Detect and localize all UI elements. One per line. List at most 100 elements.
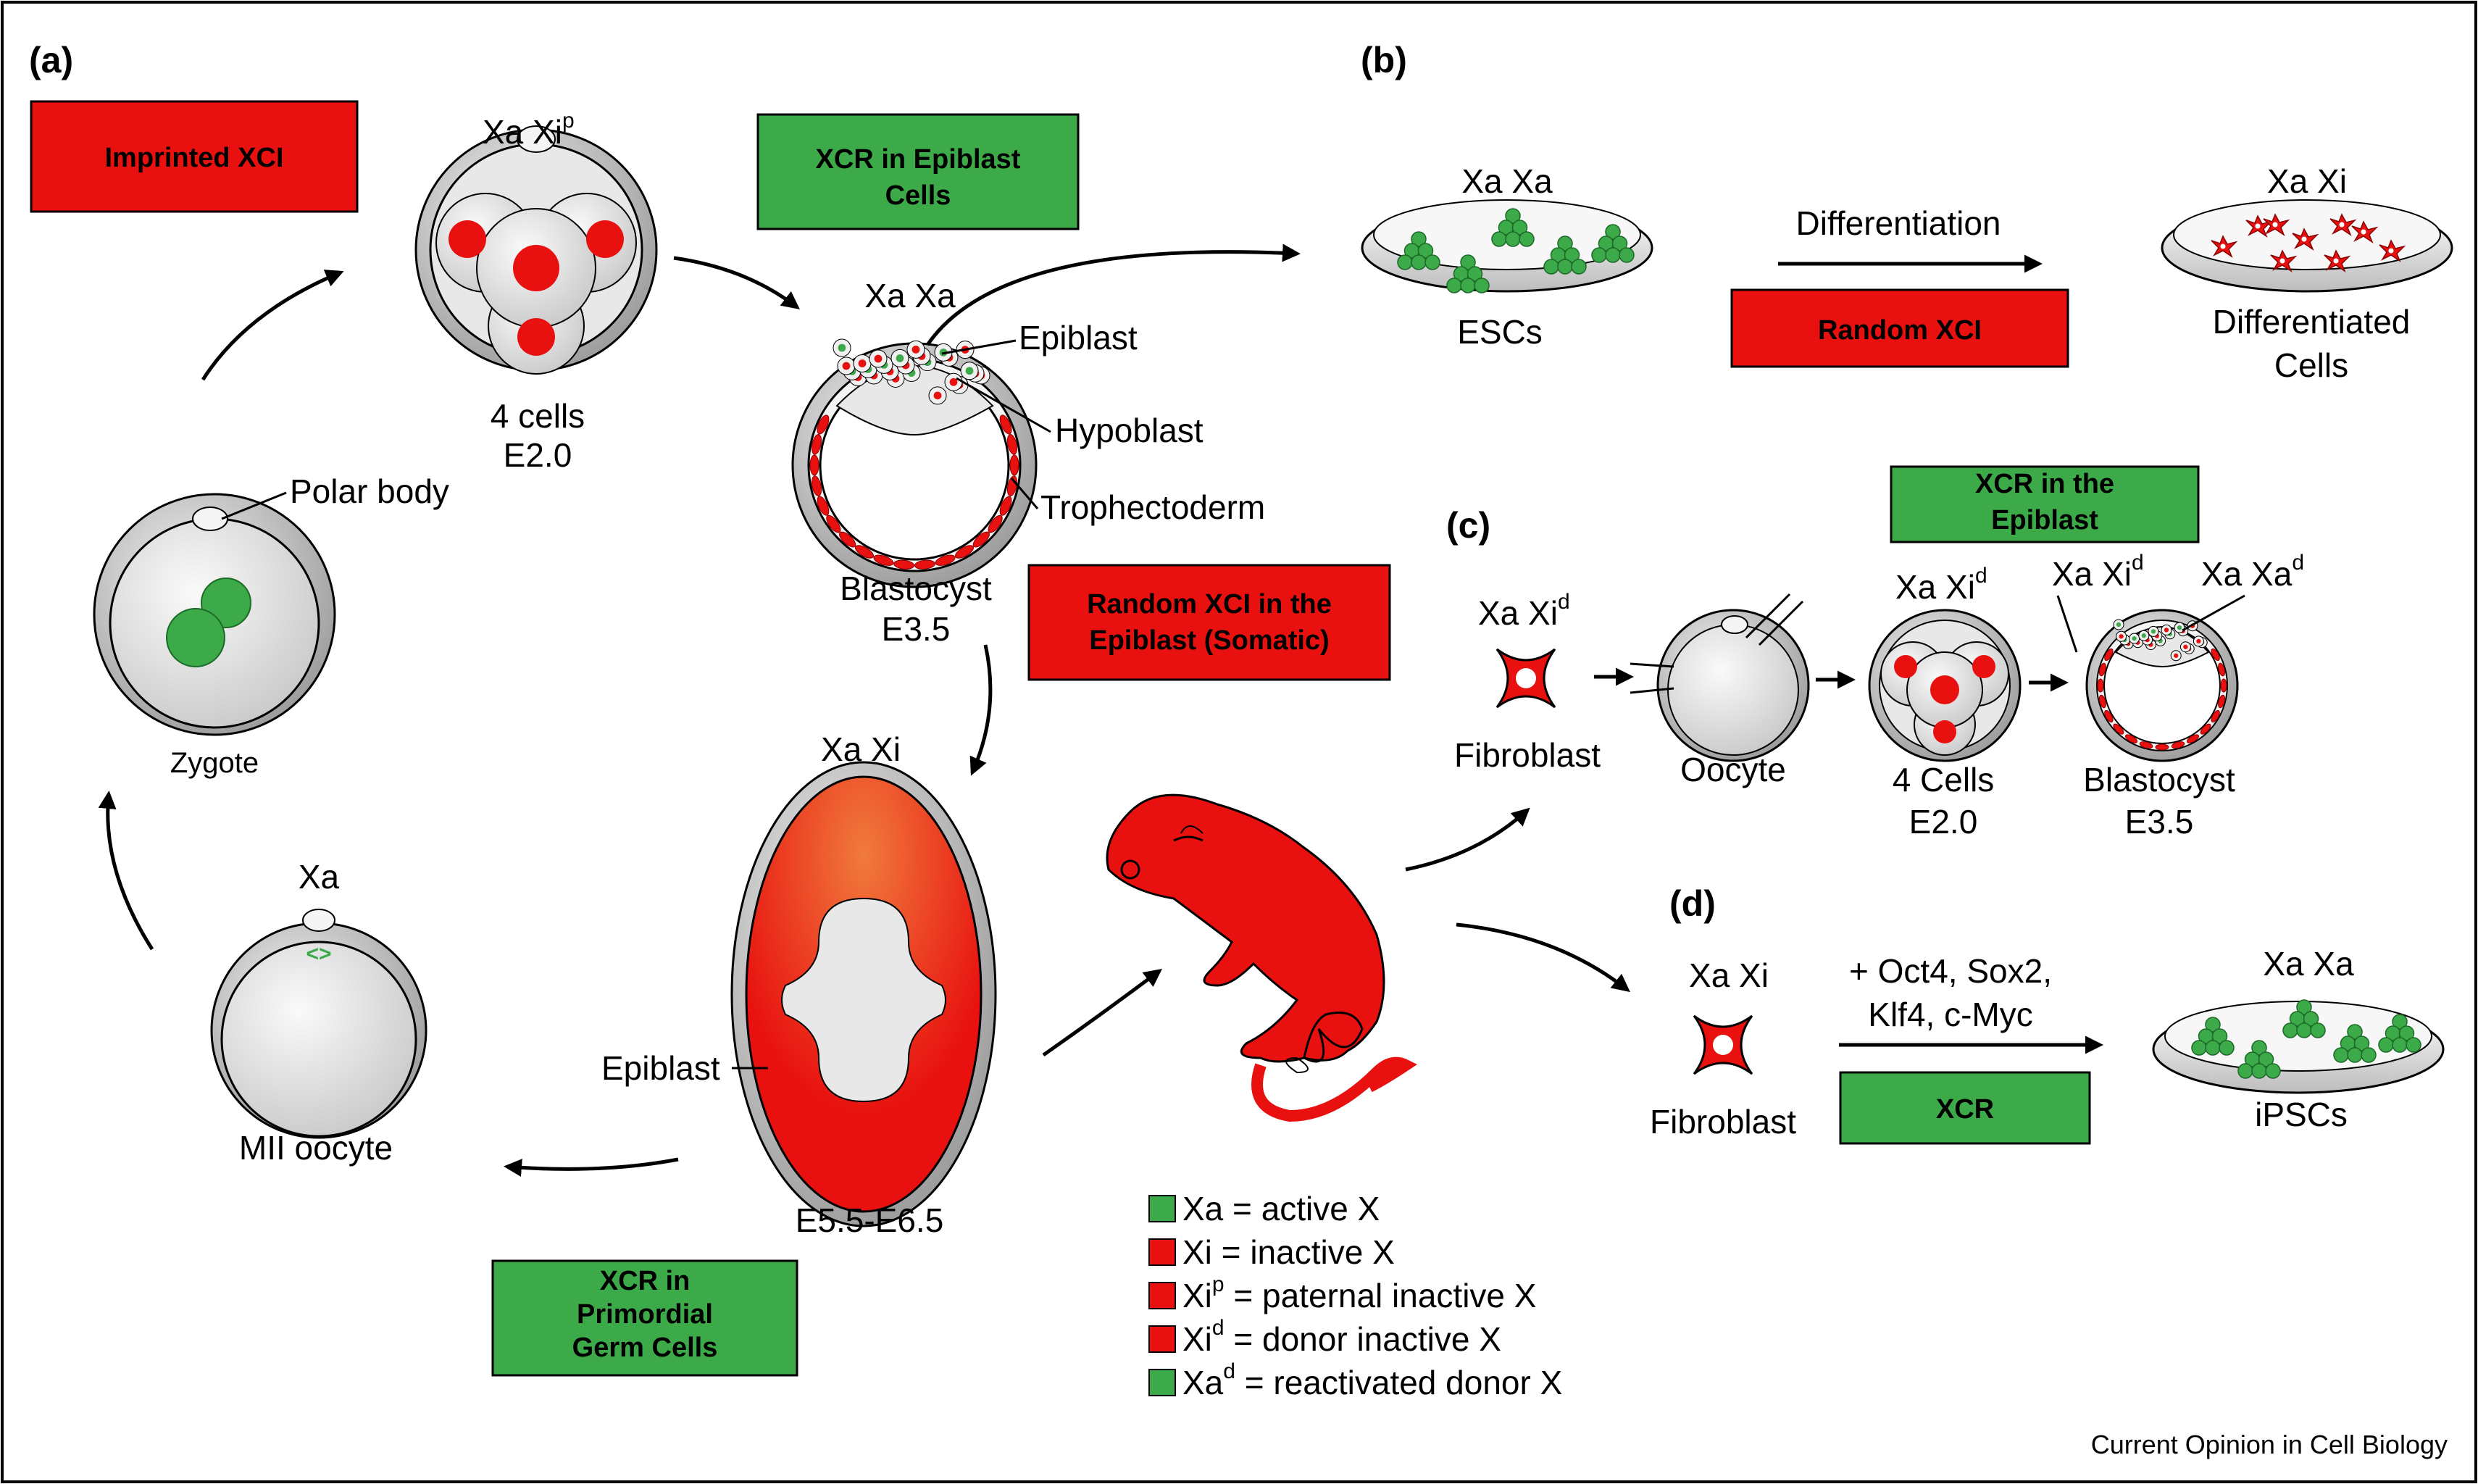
stem-cell	[2398, 1025, 2415, 1041]
stem-cell	[2406, 1037, 2421, 1053]
stem-cell	[2191, 1040, 2207, 1056]
xid-leader	[2056, 595, 2078, 653]
label-4-cells: 4 cells	[491, 397, 585, 435]
stem-cell	[2347, 1024, 2363, 1040]
panel-d-label: (d)	[1669, 883, 1716, 924]
blastocyst-a	[791, 338, 1038, 588]
trophectoderm-cell	[2186, 734, 2200, 743]
icm-nucleus-inactive	[858, 359, 867, 367]
stem-cell	[1519, 231, 1535, 247]
icm-nucleus-inactive	[911, 345, 920, 354]
trophectoderm-cell	[1009, 454, 1019, 476]
label-xa-xa-blastocyst: Xa Xa	[864, 277, 956, 314]
arrow-pup-to-panel-d	[1456, 922, 1630, 993]
legend-entry: Xad = reactivated donor X	[1182, 1359, 1562, 1401]
box-xcr-in-the-epiblast-l1: XCR in the	[1975, 469, 2114, 499]
trophectoderm-cell	[999, 496, 1012, 516]
trophectoderm-cell	[2139, 741, 2153, 749]
trophectoderm-cell	[2218, 694, 2226, 709]
stem-cell	[1411, 231, 1427, 247]
legend-swatch	[1148, 1325, 1176, 1353]
zygote-cell	[93, 493, 336, 736]
polar-body-leader	[221, 491, 287, 520]
differentiated-cell-nucleus	[2255, 223, 2261, 229]
icm-nucleus-inactive	[949, 378, 958, 386]
arrow-embryo-to-pup	[1042, 969, 1163, 1057]
trophectoderm-cell	[2155, 743, 2169, 751]
four-cell-c	[1868, 609, 2022, 762]
icm-nucleus-inactive	[2196, 638, 2201, 644]
hypoblast-leader	[956, 377, 1051, 433]
mouse-pup-silhouette	[1106, 793, 1417, 1122]
stem-cell	[1605, 224, 1621, 240]
trophectoderm-cell	[2200, 723, 2211, 735]
label-xa-xid-4cell: Xa Xid	[1895, 564, 1987, 606]
label-trophectoderm: Trophectoderm	[1040, 488, 1265, 526]
label-xa-xa-esc: Xa Xa	[1461, 162, 1553, 200]
legend-entry: Xi = inactive X	[1182, 1233, 1395, 1271]
trophectoderm-cell	[1006, 434, 1018, 455]
trophectoderm-leader	[1010, 478, 1039, 509]
blastocyst-c	[2085, 609, 2239, 762]
ipsc-dish	[2152, 999, 2445, 1094]
stem-cell	[2296, 999, 2312, 1015]
trophectoderm-cell	[2098, 694, 2106, 709]
icm-nucleus-active	[896, 354, 904, 362]
trophectoderm-cell	[826, 514, 841, 533]
four-cell-embryo	[414, 125, 658, 375]
icm-nucleus-active	[2150, 629, 2156, 634]
stem-cell	[2303, 1011, 2319, 1027]
icm-nucleus-inactive	[2164, 628, 2169, 633]
panel-c-label: (c)	[1446, 505, 1490, 546]
arrow-oocyte-to-zygote	[98, 791, 154, 951]
trophectoderm-cell	[935, 554, 956, 566]
icm-nucleus-inactive	[2174, 653, 2179, 658]
xad-leader	[2182, 594, 2245, 632]
stem-cell	[1397, 254, 1413, 270]
esc-dish	[1361, 199, 1653, 293]
stem-cell	[1591, 247, 1607, 263]
icm-nucleus-inactive	[2119, 634, 2124, 639]
icm-nucleus-inactive	[2183, 644, 2188, 649]
stem-cell	[1411, 254, 1427, 270]
trophectoderm-cell	[914, 559, 935, 570]
trophectoderm-cell	[2211, 709, 2220, 723]
stem-cell	[2353, 1035, 2370, 1051]
icm-nucleus-active	[2132, 635, 2137, 641]
trophectoderm-cell	[817, 414, 830, 435]
label-mii-oocyte: MII oocyte	[239, 1129, 393, 1167]
trophectoderm-cell	[817, 496, 830, 516]
stem-cell	[2333, 1047, 2349, 1063]
stem-cell	[2211, 1028, 2228, 1044]
box-xcr-epiblast-cells: XCR in Epiblast Cells	[756, 113, 1080, 230]
trophectoderm-cell	[988, 514, 1003, 533]
box-xcr-pgc-l2: Primordial	[577, 1299, 713, 1330]
box-random-xci: Random XCI	[1730, 288, 2069, 368]
trophectoderm-cell	[2097, 678, 2104, 693]
box-random-xci-epiblast: Random XCI in the Epiblast (Somatic)	[1027, 564, 1391, 681]
trophectoderm-cell	[2104, 709, 2114, 723]
panel-a-label: (a)	[29, 40, 73, 80]
label-differentiation: Differentiation	[1796, 204, 2001, 242]
stem-cell	[1619, 247, 1635, 263]
box-imprinted-xci-text: Imprinted XCI	[104, 143, 283, 173]
label-e5-5-e6-5: E5.5-E6.5	[796, 1201, 944, 1239]
icm-nucleus-active	[2177, 625, 2182, 630]
stem-cell	[1557, 235, 1573, 251]
stem-cell	[2205, 1017, 2221, 1033]
label-xa-xi-fibro-d: Xa Xi	[1689, 956, 1769, 994]
panel-b-label: (b)	[1361, 40, 1407, 80]
label-e2-0-c: E2.0	[1909, 803, 1978, 841]
icm-nucleus-inactive	[874, 354, 883, 363]
stem-cell	[1505, 231, 1521, 247]
stem-cell	[1460, 254, 1476, 270]
fibroblast-d	[1693, 1014, 1753, 1075]
label-4-cells-c: 4 Cells	[1893, 761, 1995, 799]
label-e3-5: E3.5	[882, 610, 951, 648]
trophectoderm-cell	[999, 414, 1012, 435]
label-polar-body: Polar body	[290, 472, 449, 510]
box-xcr: XCR	[1839, 1071, 2091, 1145]
trophectoderm-cell	[893, 559, 915, 570]
label-fibroblast-d: Fibroblast	[1650, 1103, 1796, 1141]
